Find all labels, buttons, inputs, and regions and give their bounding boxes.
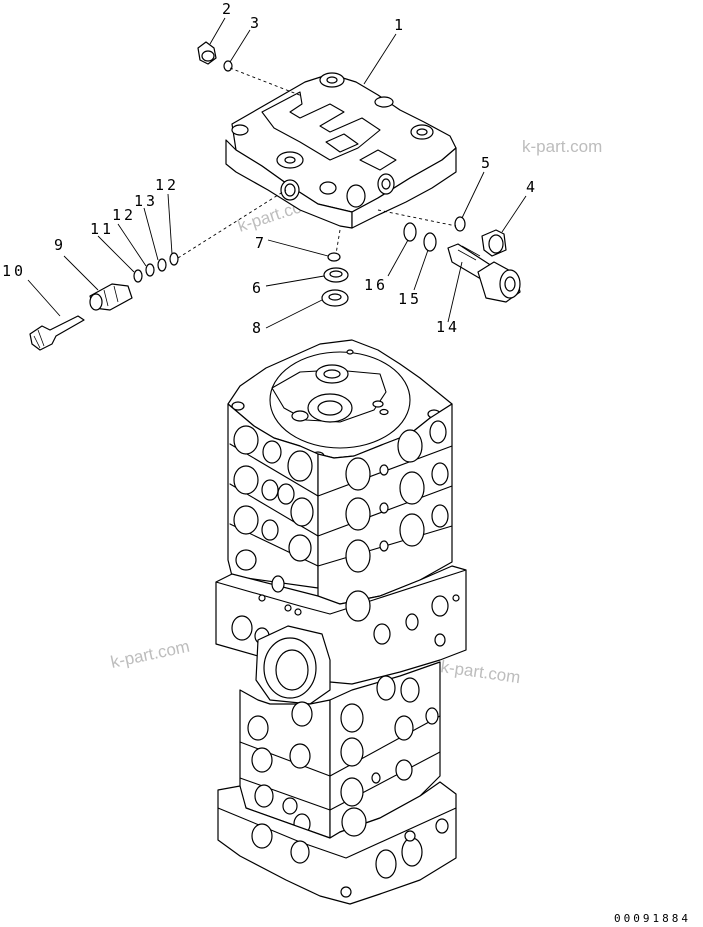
callout-13: 13 xyxy=(134,192,158,210)
ring-part-12a xyxy=(145,263,155,277)
plug-part-2 xyxy=(197,41,217,65)
sleeve-part-9 xyxy=(89,283,133,311)
callout-14: 14 xyxy=(436,318,460,336)
callout-6: 6 xyxy=(252,279,264,297)
watermark-4: k-part.com xyxy=(439,657,521,687)
callout-11: 11 xyxy=(90,220,114,238)
assembly-lines xyxy=(177,67,457,259)
callout-1: 1 xyxy=(394,16,406,34)
callout-9: 9 xyxy=(54,236,66,254)
o-ring-part-15 xyxy=(423,232,437,252)
callout-8: 8 xyxy=(252,319,264,337)
ring-part-11 xyxy=(133,269,143,283)
top-cover xyxy=(225,72,457,229)
watermark-3: k-part.com xyxy=(109,637,191,672)
callout-16: 16 xyxy=(364,276,388,294)
o-ring-part-7 xyxy=(327,252,341,262)
spool-part-10 xyxy=(29,315,85,351)
valve-part-14 xyxy=(447,243,521,303)
callout-3: 3 xyxy=(250,14,262,32)
callout-12b: 12 xyxy=(155,176,179,194)
callout-10: 10 xyxy=(2,262,26,280)
main-valve-body xyxy=(215,339,467,905)
ring-part-6 xyxy=(323,267,349,283)
ring-part-13 xyxy=(157,258,167,272)
ring-part-12b xyxy=(169,252,179,266)
callout-labels: 1 2 3 4 5 6 7 8 9 10 11 12 12 13 14 15 1… xyxy=(2,0,538,337)
drawing-code: 00091884 xyxy=(614,912,691,925)
callout-2: 2 xyxy=(222,0,234,18)
ring-part-8 xyxy=(321,289,349,307)
o-ring-part-5 xyxy=(454,216,466,232)
o-ring-part-16 xyxy=(403,222,417,242)
leader-lines xyxy=(27,17,527,329)
callout-4: 4 xyxy=(526,178,538,196)
callout-5: 5 xyxy=(481,154,493,172)
callout-12a: 12 xyxy=(112,206,136,224)
plug-part-4 xyxy=(481,229,507,257)
o-ring-part-3 xyxy=(223,60,233,72)
watermark-1: k-part.com xyxy=(522,137,602,156)
callout-7: 7 xyxy=(255,234,267,252)
callout-15: 15 xyxy=(398,290,422,308)
